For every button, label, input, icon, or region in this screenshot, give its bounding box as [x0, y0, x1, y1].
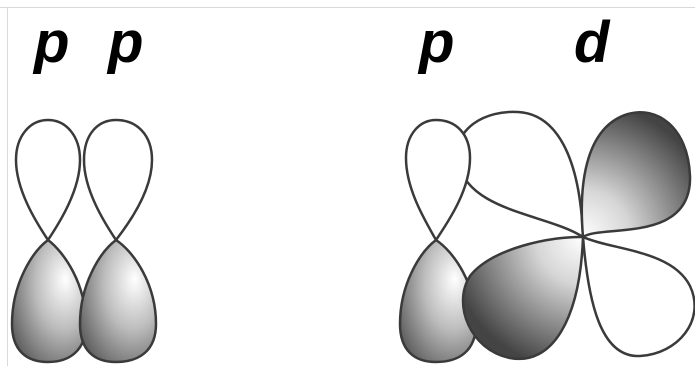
label-d-orbital: d: [574, 10, 610, 75]
p-lobe-lower-shaded: [78, 238, 158, 364]
d-lobe-lower-right-unshaded: [581, 234, 695, 358]
label-p-orbital-3: p: [419, 10, 455, 75]
label-p-orbital-1: p: [34, 10, 70, 75]
p-lobe-upper-unshaded: [404, 118, 472, 243]
p-lobe-upper-unshaded: [82, 118, 154, 243]
frame-left-border: [7, 7, 8, 366]
p-orbital-left-2: [78, 118, 158, 364]
frame-top-border: [0, 7, 695, 8]
p-orbital-right: [398, 118, 478, 364]
d-lobe-upper-left-unshaded: [456, 110, 585, 240]
d-lobe-upper-right-shaded: [580, 111, 692, 240]
d-orbital-shaded-lobes: [461, 111, 692, 361]
label-p-orbital-2: p: [108, 10, 144, 75]
d-lobe-lower-left-shaded: [461, 235, 585, 361]
d-orbital: [456, 110, 695, 358]
p-orbital-left-1: [10, 118, 88, 364]
p-lobe-lower-shaded: [10, 238, 88, 364]
p-lobe-upper-unshaded: [14, 118, 82, 243]
